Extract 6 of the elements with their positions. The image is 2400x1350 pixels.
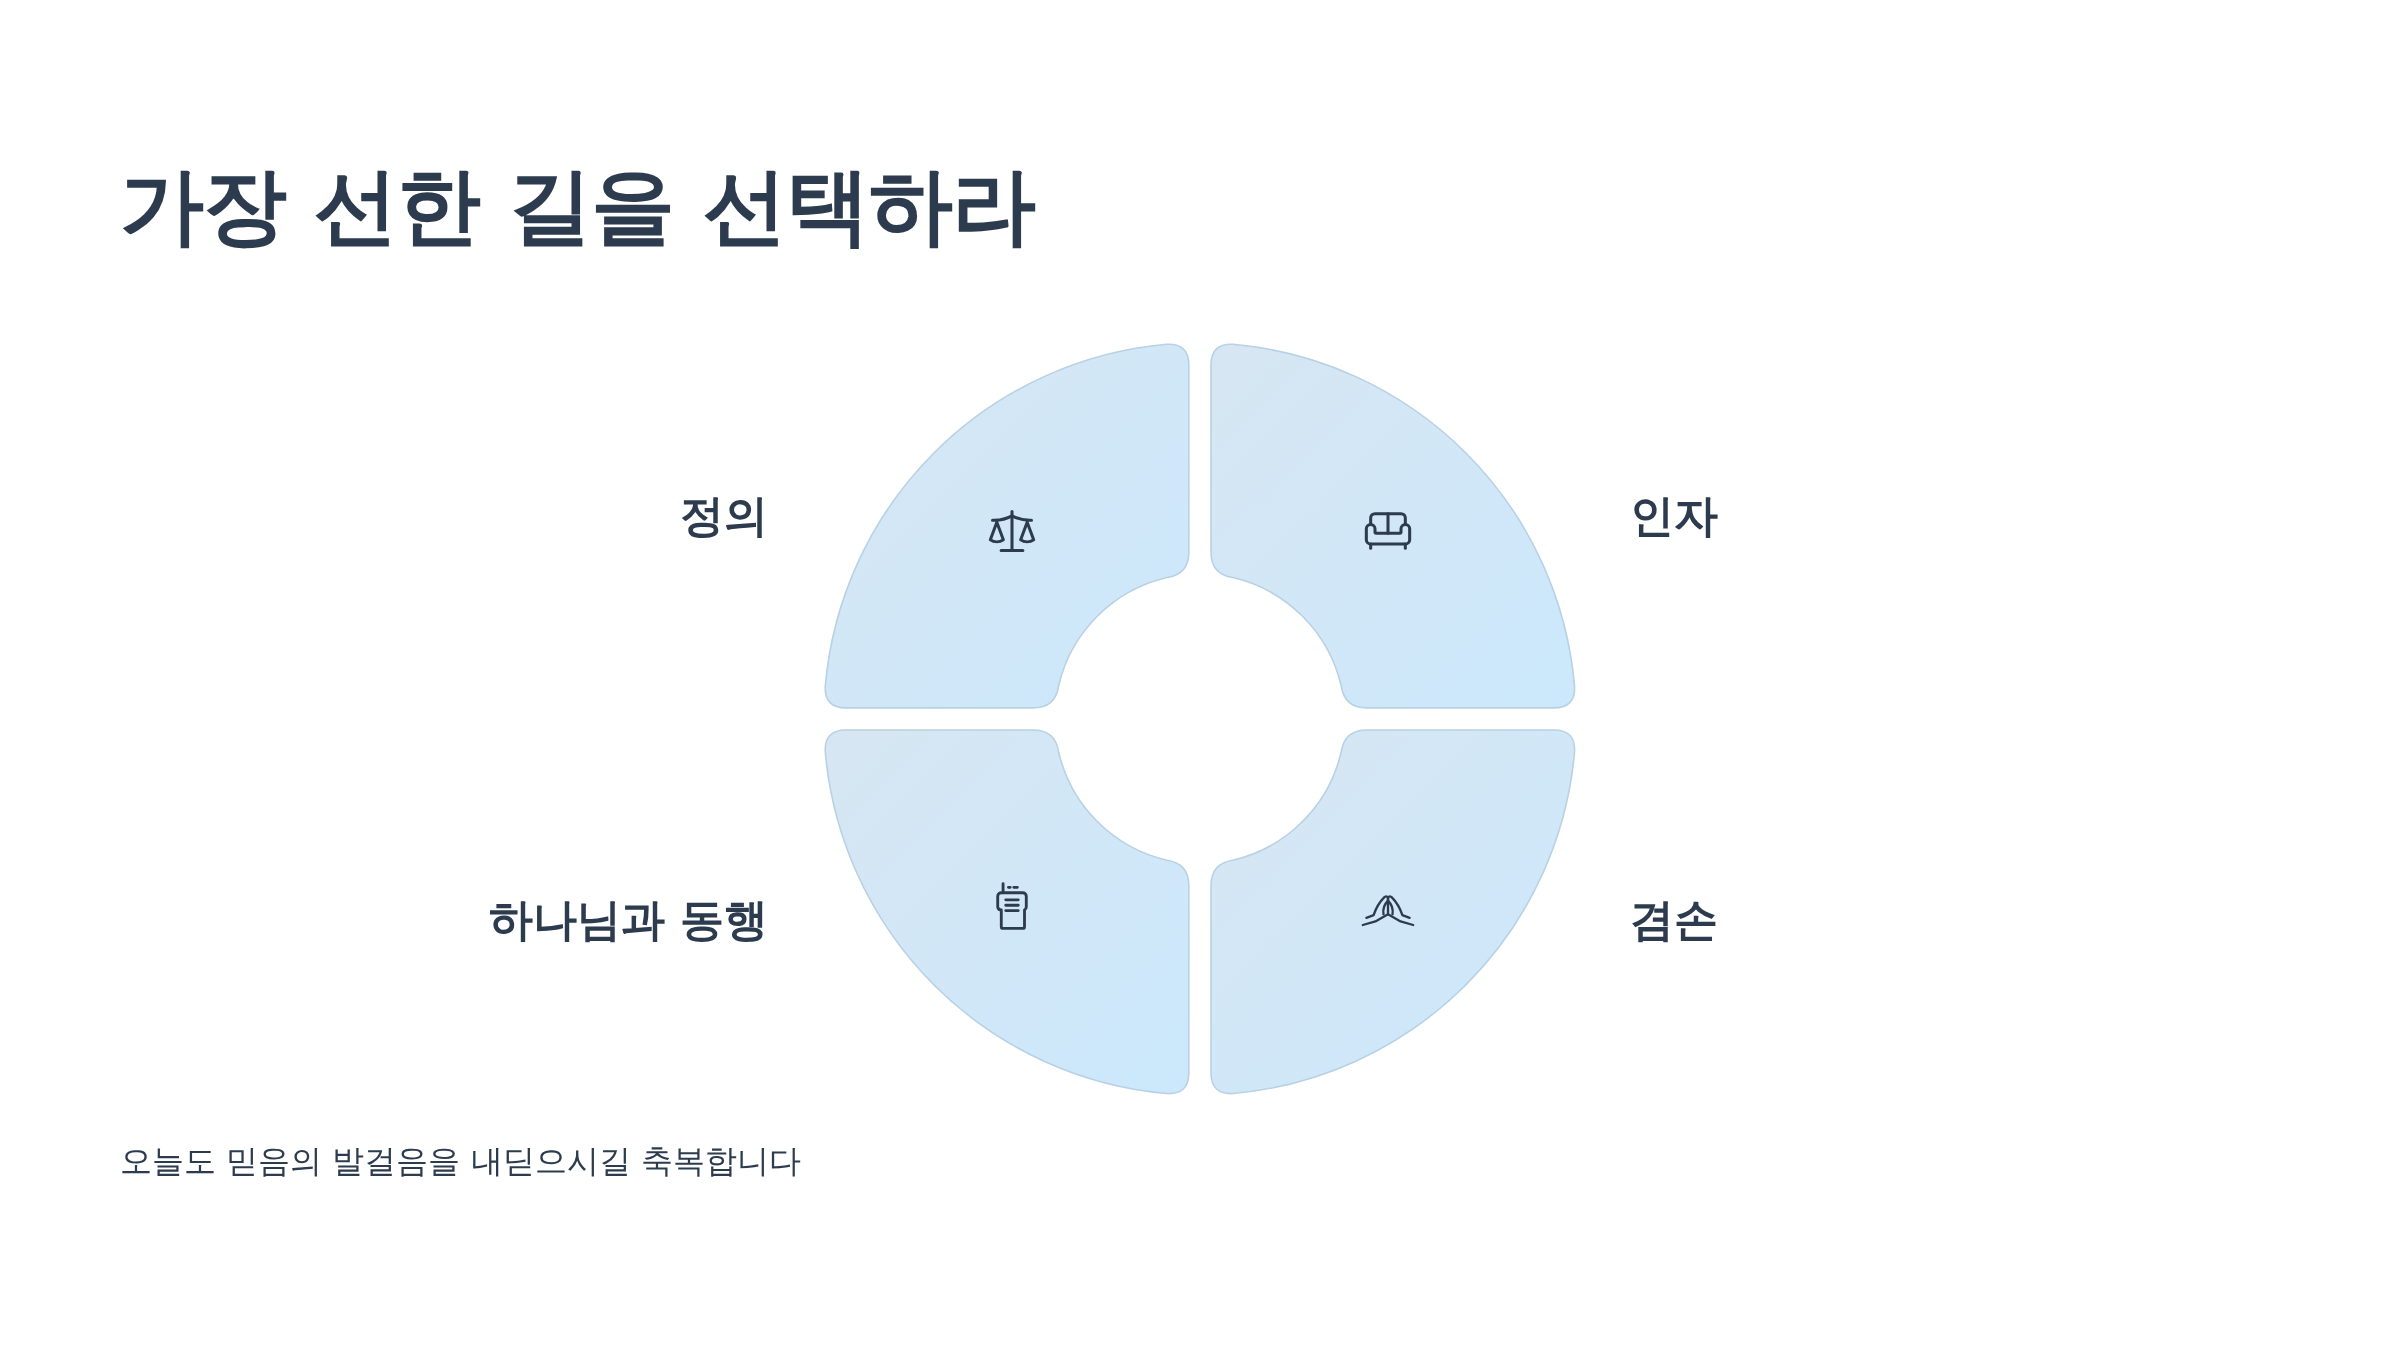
title: 가장 선한 길을 선택하라 [120,156,1035,257]
segment-label: 정의 [680,488,768,543]
segment-label: 인자 [1630,488,1718,543]
segment-label: 하나님과 동행 [488,892,768,947]
caption: 오늘도 믿음의 발걸음을 내딛으시길 축복합니다 [120,1141,801,1182]
segment-label: 겸손 [1630,892,1718,947]
